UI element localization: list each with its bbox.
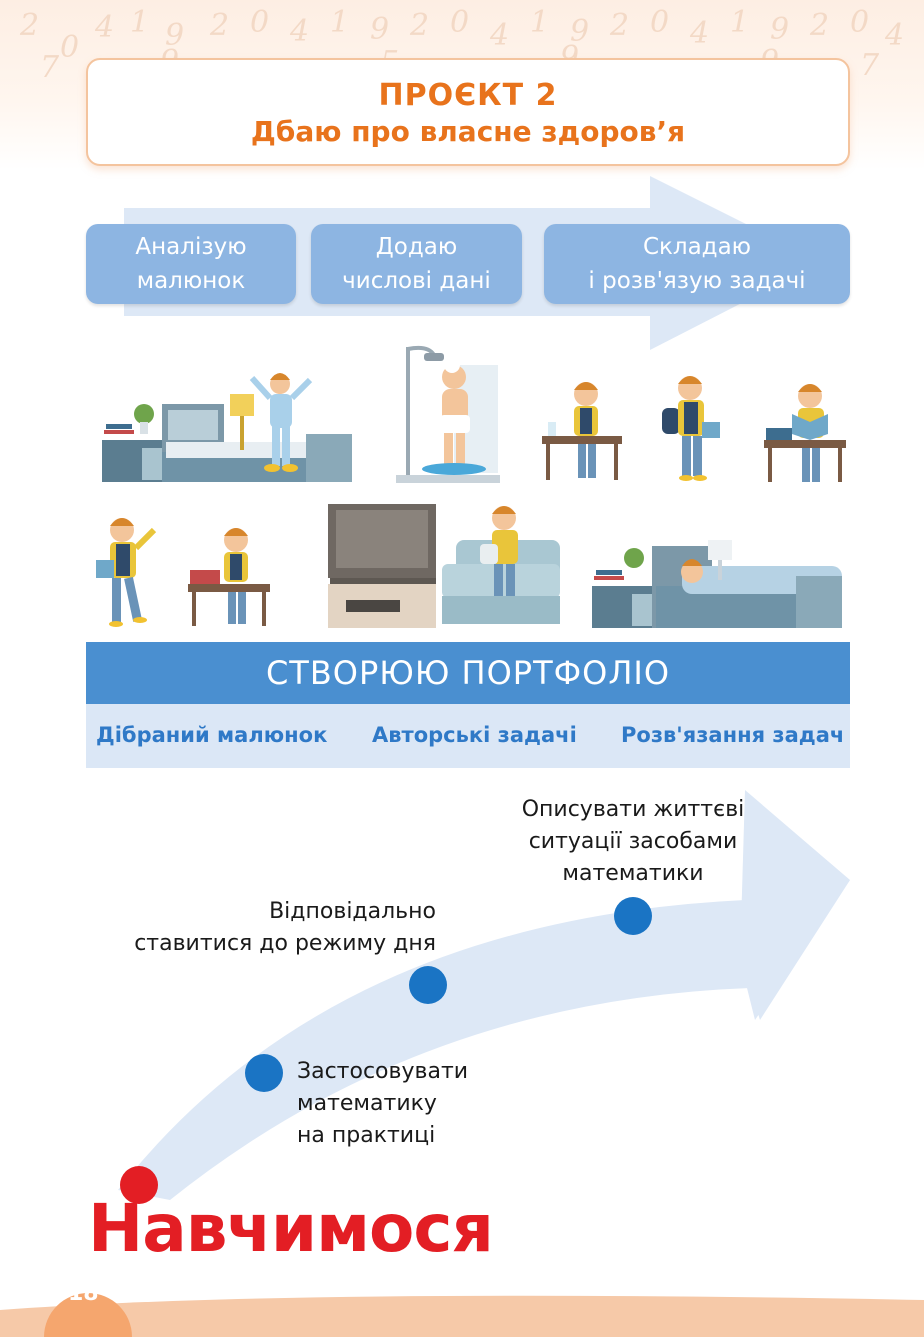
goal-practice-line3: на практиці bbox=[297, 1123, 436, 1148]
stage-compose-solve: Складаю і розв'язую задачі bbox=[544, 224, 850, 304]
homework-illustration bbox=[764, 384, 846, 482]
project-number: ПРОЄКТ 2 bbox=[378, 78, 558, 113]
goal-marker-1 bbox=[614, 897, 652, 935]
study-desk-illustration bbox=[188, 528, 270, 626]
portfolio-item-solutions: Розв'язання задач bbox=[621, 723, 845, 747]
goal-life-situations-line3: математики bbox=[562, 861, 704, 886]
stage-compose-solve-line2: і розв'язую задачі bbox=[588, 268, 806, 294]
goal-daily-routine: Відповідально ставитися до режиму дня bbox=[100, 896, 436, 960]
goal-practice-line2: математику bbox=[297, 1091, 437, 1116]
goal-life-situations-line1: Описувати життєві bbox=[521, 797, 745, 822]
sleep-illustration bbox=[592, 540, 842, 628]
goal-life-situations-line2: ситуації засобами bbox=[528, 829, 738, 854]
stage-compose-solve-line1: Складаю bbox=[642, 234, 752, 260]
portfolio-item-problems: Авторські задачі bbox=[372, 723, 577, 747]
goal-practice-line1: Застосовувати bbox=[297, 1059, 469, 1084]
learn-marker bbox=[120, 1166, 158, 1204]
project-title-box: ПРОЄКТ 2 Дбаю про власне здоров’я bbox=[86, 58, 850, 166]
stage-add-data-line1: Додаю bbox=[375, 234, 458, 260]
school-bag-illustration bbox=[662, 376, 720, 481]
goal-daily-routine-line2: ставитися до режиму дня bbox=[134, 931, 436, 956]
portfolio-heading: СТВОРЮЮ ПОРТФОЛІО bbox=[86, 642, 850, 704]
portfolio-items: Дібраний малюнок Авторські задачі Розв'я… bbox=[86, 704, 850, 768]
stage-analyze-line1: Аналізую bbox=[135, 234, 247, 260]
goal-marker-3 bbox=[245, 1054, 283, 1092]
goal-life-situations: Описувати життєві ситуації засобами мате… bbox=[488, 794, 778, 890]
wake-up-illustration bbox=[102, 373, 352, 482]
project-subtitle: Дбаю про власне здоров’я bbox=[250, 115, 686, 148]
waving-boy-illustration bbox=[96, 518, 157, 627]
shower-illustration bbox=[396, 345, 500, 483]
decorative-digits: 20 41 92 04 19 20 41 92 04 19 20 4 79 59… bbox=[20, 5, 905, 85]
stage-analyze: Аналізую малюнок bbox=[86, 224, 296, 304]
stage-add-data: Додаю числові дані bbox=[311, 224, 522, 304]
goal-practice: Застосовувати математику на практиці bbox=[297, 1056, 537, 1152]
tv-sofa-illustration bbox=[328, 504, 560, 628]
goal-daily-routine-line1: Відповідально bbox=[269, 899, 436, 924]
portfolio-item-picture: Дібраний малюнок bbox=[96, 723, 328, 747]
breakfast-illustration bbox=[542, 382, 622, 480]
stage-add-data-line2: числові дані bbox=[342, 268, 491, 294]
learn-heading: Навчимося bbox=[88, 1190, 494, 1267]
page-number: 18 bbox=[68, 1281, 99, 1306]
stage-analyze-line2: малюнок bbox=[136, 268, 246, 294]
goal-marker-2 bbox=[409, 966, 447, 1004]
